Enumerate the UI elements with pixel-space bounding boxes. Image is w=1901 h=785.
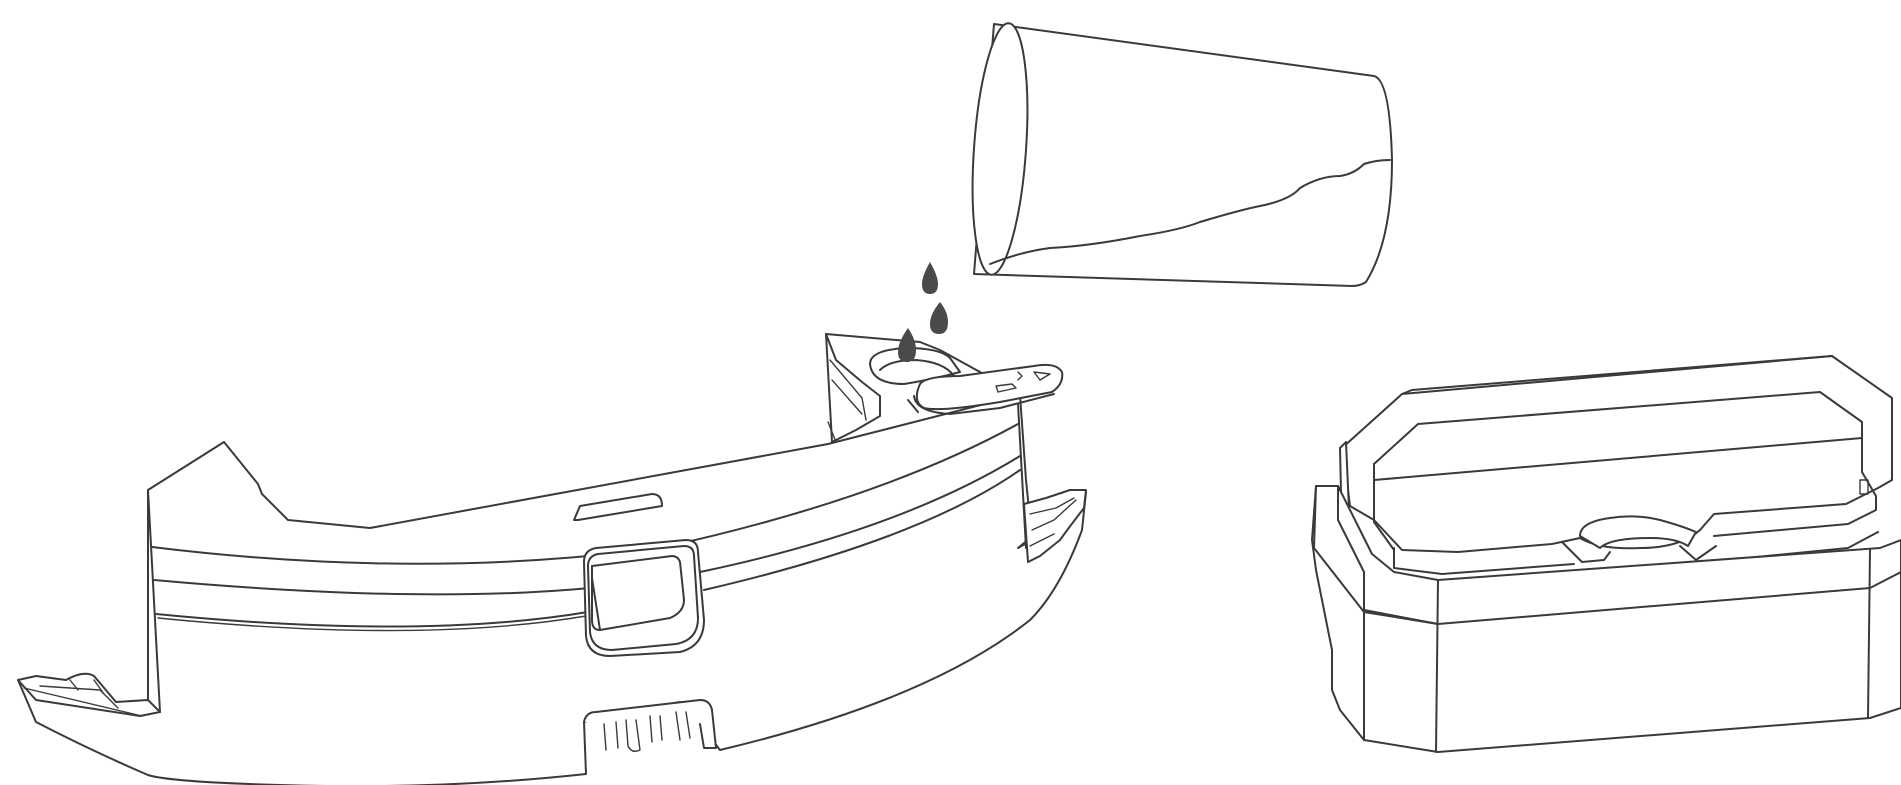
water-drop — [922, 262, 938, 294]
water-drop — [898, 328, 916, 362]
water-tank — [17, 333, 1087, 785]
dust-bin — [1311, 355, 1901, 753]
pouring-cup — [971, 22, 1393, 287]
water-drops — [898, 262, 948, 362]
water-drop — [930, 302, 948, 334]
